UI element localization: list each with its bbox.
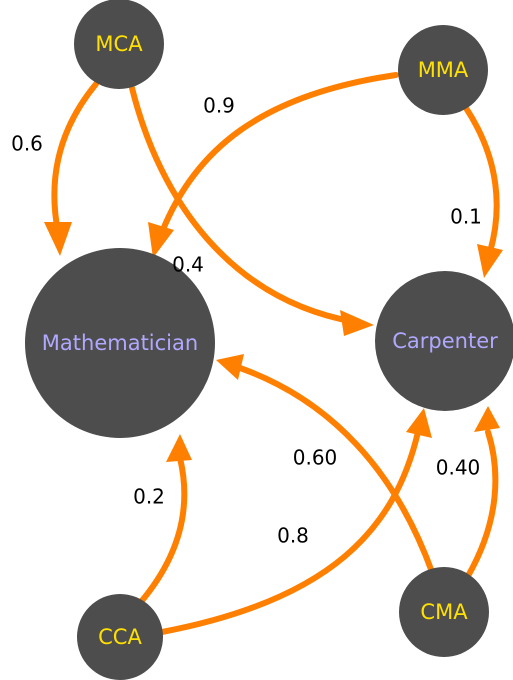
node-cma-label: CMA xyxy=(420,600,468,624)
edge-label-mma-to-mathematician: 0.9 xyxy=(203,94,235,118)
node-mathematician-label: Mathematician xyxy=(42,331,198,355)
node-mathematician: Mathematician xyxy=(25,248,215,438)
node-mca: MCA xyxy=(74,0,164,89)
node-carpenter-circle xyxy=(375,271,513,411)
edge-cma-to-mathematician xyxy=(237,365,435,575)
arrowhead-cca-to-mathematician xyxy=(166,434,192,462)
edges xyxy=(44,72,503,635)
arrowhead-mma-to-carpenter xyxy=(477,244,503,278)
node-mma: MMA xyxy=(398,25,488,115)
node-mma-label: MMA xyxy=(418,58,469,82)
arrowhead-mca-to-carpenter xyxy=(340,310,374,336)
edge-cca-to-carpenter xyxy=(159,429,421,635)
edge-label-cca-to-carpenter: 0.8 xyxy=(277,524,309,548)
node-cca-label: CCA xyxy=(98,625,142,649)
edge-label-mma-to-carpenter: 0.1 xyxy=(450,205,482,229)
arrowhead-mma-to-mathematician xyxy=(148,222,174,258)
arrowhead-cca-to-carpenter xyxy=(406,408,432,438)
edge-mca-to-mathematician xyxy=(51,81,99,235)
arrowhead-cma-to-carpenter xyxy=(474,406,500,432)
nodes: MCA MMA Mathematician Carpenter CCA CMA xyxy=(25,0,513,680)
edge-label-cma-to-mathematician: 0.60 xyxy=(293,446,338,470)
edge-label-mca-to-mathematician: 0.6 xyxy=(11,132,43,156)
node-mma-circle xyxy=(398,25,488,115)
edge-cma-to-carpenter xyxy=(465,429,499,579)
node-cma: CMA xyxy=(399,567,489,657)
edge-label-cca-to-mathematician: 0.2 xyxy=(133,485,165,509)
edge-labels: 0.6 0.4 0.9 0.1 0.2 0.8 0.60 0.40 xyxy=(11,94,482,548)
edge-label-mca-to-carpenter: 0.4 xyxy=(172,253,204,277)
edge-cca-to-mathematician xyxy=(137,455,188,606)
node-carpenter-label: Carpenter xyxy=(392,329,498,353)
arrowhead-mca-to-mathematician xyxy=(44,222,72,256)
node-cca-circle xyxy=(77,594,163,680)
arrowhead-cma-to-mathematician xyxy=(216,354,244,380)
node-cca: CCA xyxy=(77,594,163,680)
edge-mca-to-carpenter xyxy=(129,85,358,325)
edge-mma-to-carpenter xyxy=(463,105,500,255)
edge-mma-to-mathematician xyxy=(159,72,399,235)
node-mathematician-circle xyxy=(25,248,215,438)
node-carpenter: Carpenter xyxy=(375,271,513,411)
node-mca-label: MCA xyxy=(95,32,143,56)
edge-label-cma-to-carpenter: 0.40 xyxy=(436,456,481,480)
node-cma-circle xyxy=(399,567,489,657)
node-mca-circle xyxy=(74,0,164,89)
